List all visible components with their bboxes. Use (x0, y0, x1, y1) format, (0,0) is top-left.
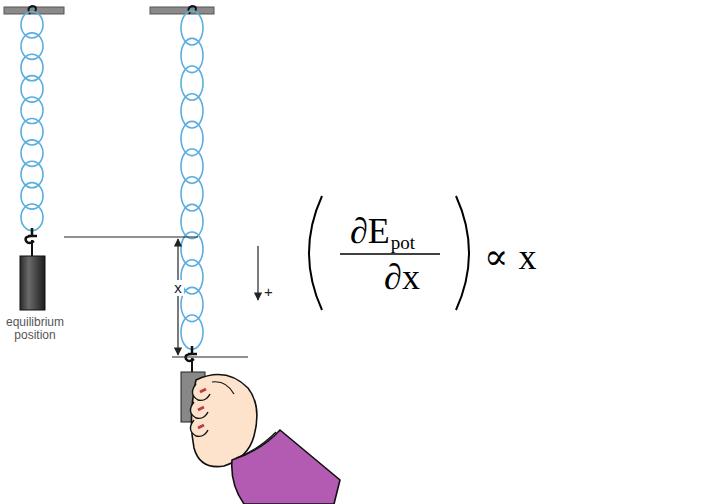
coil (181, 149, 203, 183)
coil (181, 260, 203, 294)
coil (181, 287, 203, 321)
hook (28, 6, 36, 14)
sign-label: + (264, 284, 273, 301)
coil (181, 204, 203, 238)
coil (21, 33, 43, 60)
reference-line (64, 237, 198, 238)
spring-coils (21, 11, 203, 350)
parenthesis (309, 196, 322, 310)
coil (181, 66, 203, 100)
dimension-label: x (172, 280, 184, 297)
hook (31, 240, 33, 256)
coil (181, 121, 203, 155)
thumb (212, 382, 234, 394)
formula-subscript: pot (391, 233, 415, 254)
fraction-bar (340, 253, 440, 255)
dimension-arrow (177, 239, 178, 355)
coil (21, 11, 43, 38)
coil (21, 97, 43, 124)
sleeve (232, 430, 340, 504)
coil (21, 140, 43, 167)
coil (181, 177, 203, 211)
formula-part: x (518, 238, 536, 278)
ceiling-bar (4, 7, 64, 14)
ceiling-bar (150, 7, 214, 14)
fingers (190, 384, 210, 436)
coil (21, 76, 43, 103)
coil (181, 11, 203, 45)
direction-arrow (257, 246, 258, 300)
formula-part: ∂x (384, 258, 420, 298)
reference-line (172, 357, 248, 358)
formula-symbol: ∝ (484, 238, 508, 278)
coil (181, 94, 203, 128)
mass (20, 256, 45, 310)
hook (191, 358, 193, 372)
coil (21, 161, 43, 188)
formula-part: ∂E (350, 212, 390, 252)
coil (181, 38, 203, 72)
coil (21, 54, 43, 81)
coil (21, 118, 43, 145)
coil (21, 204, 43, 231)
fingernails (198, 389, 206, 428)
cuff (236, 432, 276, 458)
position-caption: equilibrium position (3, 316, 67, 342)
parenthesis (456, 196, 469, 310)
coil (21, 183, 43, 210)
coil (181, 315, 203, 349)
